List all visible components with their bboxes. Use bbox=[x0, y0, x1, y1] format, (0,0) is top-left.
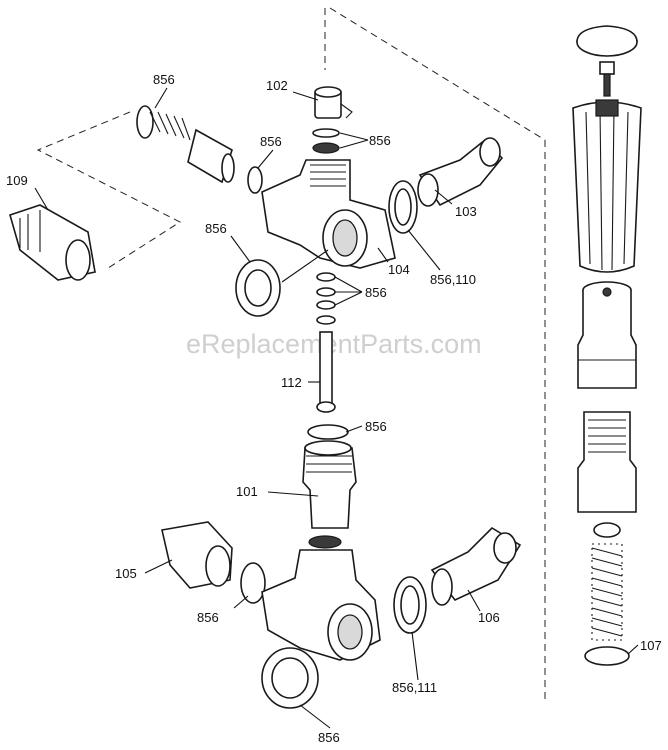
inlet-fitting-109 bbox=[9, 204, 96, 281]
label-104: 104 bbox=[388, 262, 410, 277]
washer-lower bbox=[261, 647, 319, 709]
watermark-text: eReplacementParts.com bbox=[186, 329, 482, 359]
o-ring-upper-valve bbox=[307, 424, 349, 440]
washer-left-body bbox=[235, 259, 281, 317]
label-856-o-ring-105: 856 bbox=[197, 610, 219, 625]
o-ring-upper-left bbox=[247, 166, 263, 194]
unloader-body-104 bbox=[261, 159, 396, 269]
o-ring-lower-valve bbox=[308, 535, 342, 549]
lower-body bbox=[261, 549, 381, 661]
valve-plug-102 bbox=[314, 86, 353, 119]
adjuster-knob bbox=[572, 99, 642, 273]
adjuster-nut bbox=[577, 411, 637, 513]
banjo-fitting-106 bbox=[430, 526, 522, 606]
spring bbox=[591, 543, 623, 641]
adjuster-sleeve bbox=[577, 281, 637, 389]
piston-107 bbox=[584, 646, 630, 666]
label-856-left-washer: 856 bbox=[205, 221, 227, 236]
label-856-110: 856,110 bbox=[430, 272, 476, 287]
label-856-lower-washer: 856 bbox=[318, 730, 340, 745]
label-105: 105 bbox=[115, 566, 137, 581]
label-112: 112 bbox=[281, 375, 302, 390]
washer-110 bbox=[388, 180, 418, 234]
label-103: 103 bbox=[455, 204, 477, 219]
label-856-o-ring: 856 bbox=[260, 134, 282, 149]
assembly-dashed-lines bbox=[36, 7, 546, 700]
spring-seat bbox=[593, 522, 621, 538]
label-109: 109 bbox=[6, 173, 28, 188]
valve-seat-101 bbox=[302, 440, 357, 529]
label-856-seat-spring: 856 bbox=[153, 72, 175, 87]
label-102: 102 bbox=[266, 78, 288, 93]
label-856-valve-ring: 856 bbox=[365, 419, 387, 434]
label-107: 107 bbox=[640, 638, 662, 653]
cap-screw bbox=[599, 61, 615, 97]
seat-spring-assembly bbox=[136, 105, 235, 184]
upper-o-rings bbox=[312, 128, 340, 154]
banjo-fitting-103 bbox=[417, 137, 504, 207]
outlet-fitting-105 bbox=[161, 521, 233, 589]
label-856-mid-rings: 856 bbox=[365, 285, 387, 300]
label-106: 106 bbox=[478, 610, 500, 625]
label-856-upper-rings: 856 bbox=[369, 133, 391, 148]
label-856-111: 856,111 bbox=[392, 680, 437, 695]
washer-111 bbox=[393, 576, 427, 634]
mid-o-rings bbox=[316, 272, 336, 325]
o-ring-105 bbox=[240, 562, 266, 604]
leader-lines bbox=[34, 87, 639, 729]
adjuster-cap bbox=[576, 25, 638, 57]
piston-rod-112 bbox=[316, 331, 336, 413]
label-101: 101 bbox=[236, 484, 258, 499]
